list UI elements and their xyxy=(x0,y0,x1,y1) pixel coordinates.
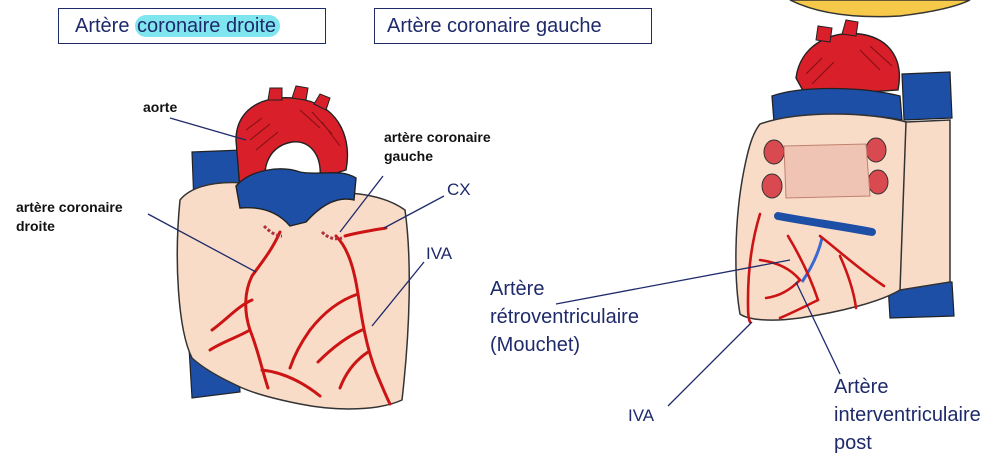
label-aorte: aorte xyxy=(143,99,178,115)
label-arter-coronaire-gauche-2: gauche xyxy=(384,148,434,164)
label-cx: CX xyxy=(447,180,471,199)
label-retro-1: Artère xyxy=(490,278,545,300)
left-coronary-artery-anterior xyxy=(288,226,392,406)
label-ivp-3: post xyxy=(834,432,872,454)
aorta-posterior xyxy=(795,32,900,97)
label-ivp-1: Artère xyxy=(834,376,889,398)
coronary-origin-right xyxy=(262,224,283,238)
aorta-posterior-branch-1 xyxy=(815,25,833,43)
pulmonary-trunk xyxy=(235,168,357,227)
pulmonary-vein-stumps xyxy=(761,137,889,199)
right-coronary-artery-anterior xyxy=(208,230,322,398)
coronary-origin-left xyxy=(320,230,343,241)
title-coronaire-gauche: Artère coronaire gauche xyxy=(374,8,652,44)
aorta-branch-3 xyxy=(313,93,331,111)
aorta-posterior-branch-2 xyxy=(841,19,859,37)
title-coronaire-droite: Artère coronaire droite xyxy=(58,8,326,44)
label-retro-2: rétroventriculaire xyxy=(490,306,639,328)
aorta-branch-2 xyxy=(291,85,309,101)
heart-posterior xyxy=(735,19,955,324)
top-decoration-arc xyxy=(789,0,971,18)
label-arter-coronaire-gauche-1: artère coronaire xyxy=(384,129,491,145)
coronary-arteries-posterior xyxy=(746,212,886,324)
label-arter-coronaire-droite-2: droite xyxy=(16,218,55,234)
coronary-sinus xyxy=(774,212,876,236)
aorta-branch-1 xyxy=(267,87,283,101)
posterior-vein xyxy=(800,237,824,283)
label-ivp-2: interventriculaire xyxy=(834,404,981,426)
heart-anterior xyxy=(176,85,411,410)
label-iva-right: IVA xyxy=(628,406,655,425)
atrium-posterior xyxy=(899,119,951,291)
vena-cava-superior-posterior xyxy=(901,71,953,121)
label-iva-left: IVA xyxy=(426,244,453,263)
leader-lines-left xyxy=(147,117,445,327)
title-left-prefix: Artère xyxy=(75,15,136,37)
label-retro-3: (Mouchet) xyxy=(490,334,581,356)
atrial-sheet xyxy=(783,143,871,199)
label-arter-coronaire-droite-1: artère coronaire xyxy=(16,199,123,215)
title-left-highlight: coronaire droite xyxy=(135,15,280,37)
leader-lines-right xyxy=(555,259,841,407)
